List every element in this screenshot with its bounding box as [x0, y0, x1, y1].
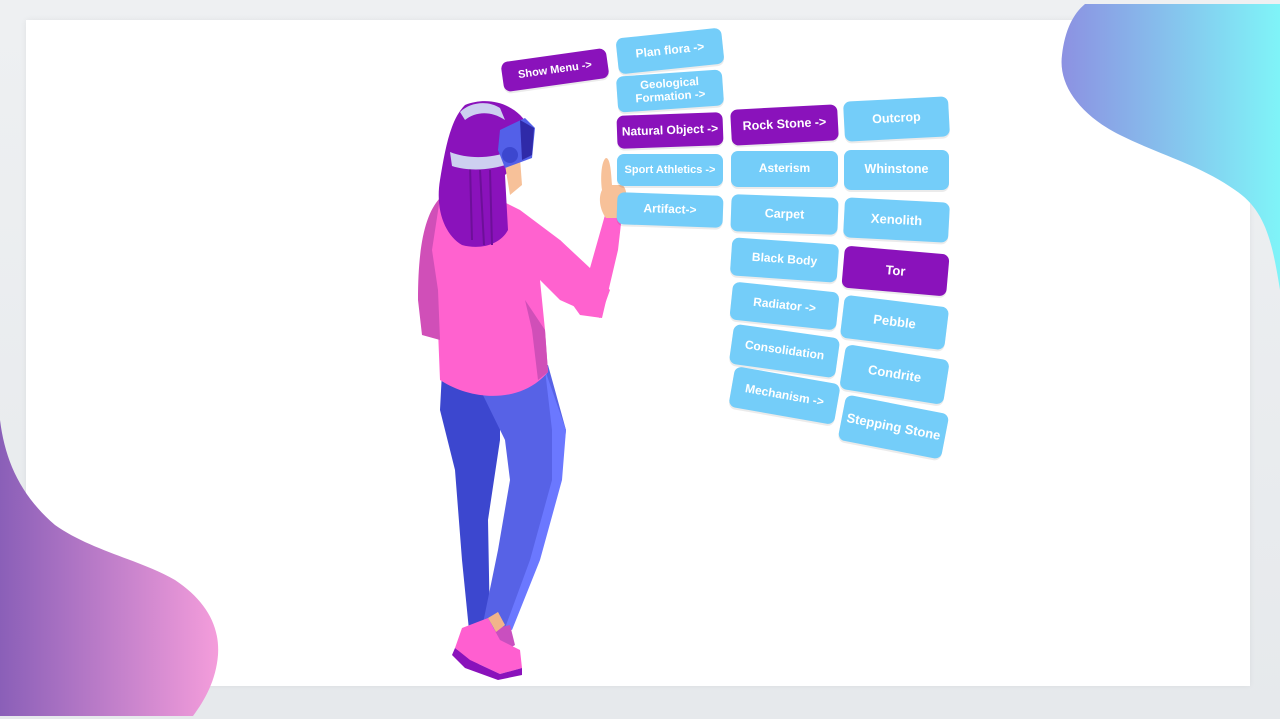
left-leg — [440, 372, 500, 640]
decorative-blob-top-right — [1061, 4, 1280, 290]
right-leg — [478, 365, 566, 630]
menu-item-xenolith[interactable]: Xenolith — [843, 197, 950, 243]
menu-item-natural-object[interactable]: Natural Object -> — [616, 112, 724, 149]
right-shoe — [455, 618, 522, 674]
menu-item-outcrop[interactable]: Outcrop — [843, 96, 950, 142]
menu-item-artifact[interactable]: Artifact-> — [616, 192, 724, 228]
tile-label: Show Menu -> — [517, 58, 593, 82]
menu-item-geological-formation[interactable]: Geological Formation -> — [615, 69, 725, 113]
menu-item-rock-stone[interactable]: Rock Stone -> — [730, 104, 839, 146]
menu-item-carpet[interactable]: Carpet — [730, 194, 839, 235]
vr-headset-strap — [450, 150, 514, 170]
decorative-blob-bottom-left — [0, 420, 219, 716]
raised-arm — [555, 215, 622, 318]
menu-item-sport-athletics[interactable]: Sport Athletics -> — [617, 154, 723, 186]
menu-item-asterism[interactable]: Asterism — [731, 151, 838, 187]
menu-item-whinstone[interactable]: Whinstone — [844, 150, 949, 190]
menu-item-black-body[interactable]: Black Body — [729, 237, 840, 283]
menu-item-tor[interactable]: Tor — [841, 245, 950, 297]
